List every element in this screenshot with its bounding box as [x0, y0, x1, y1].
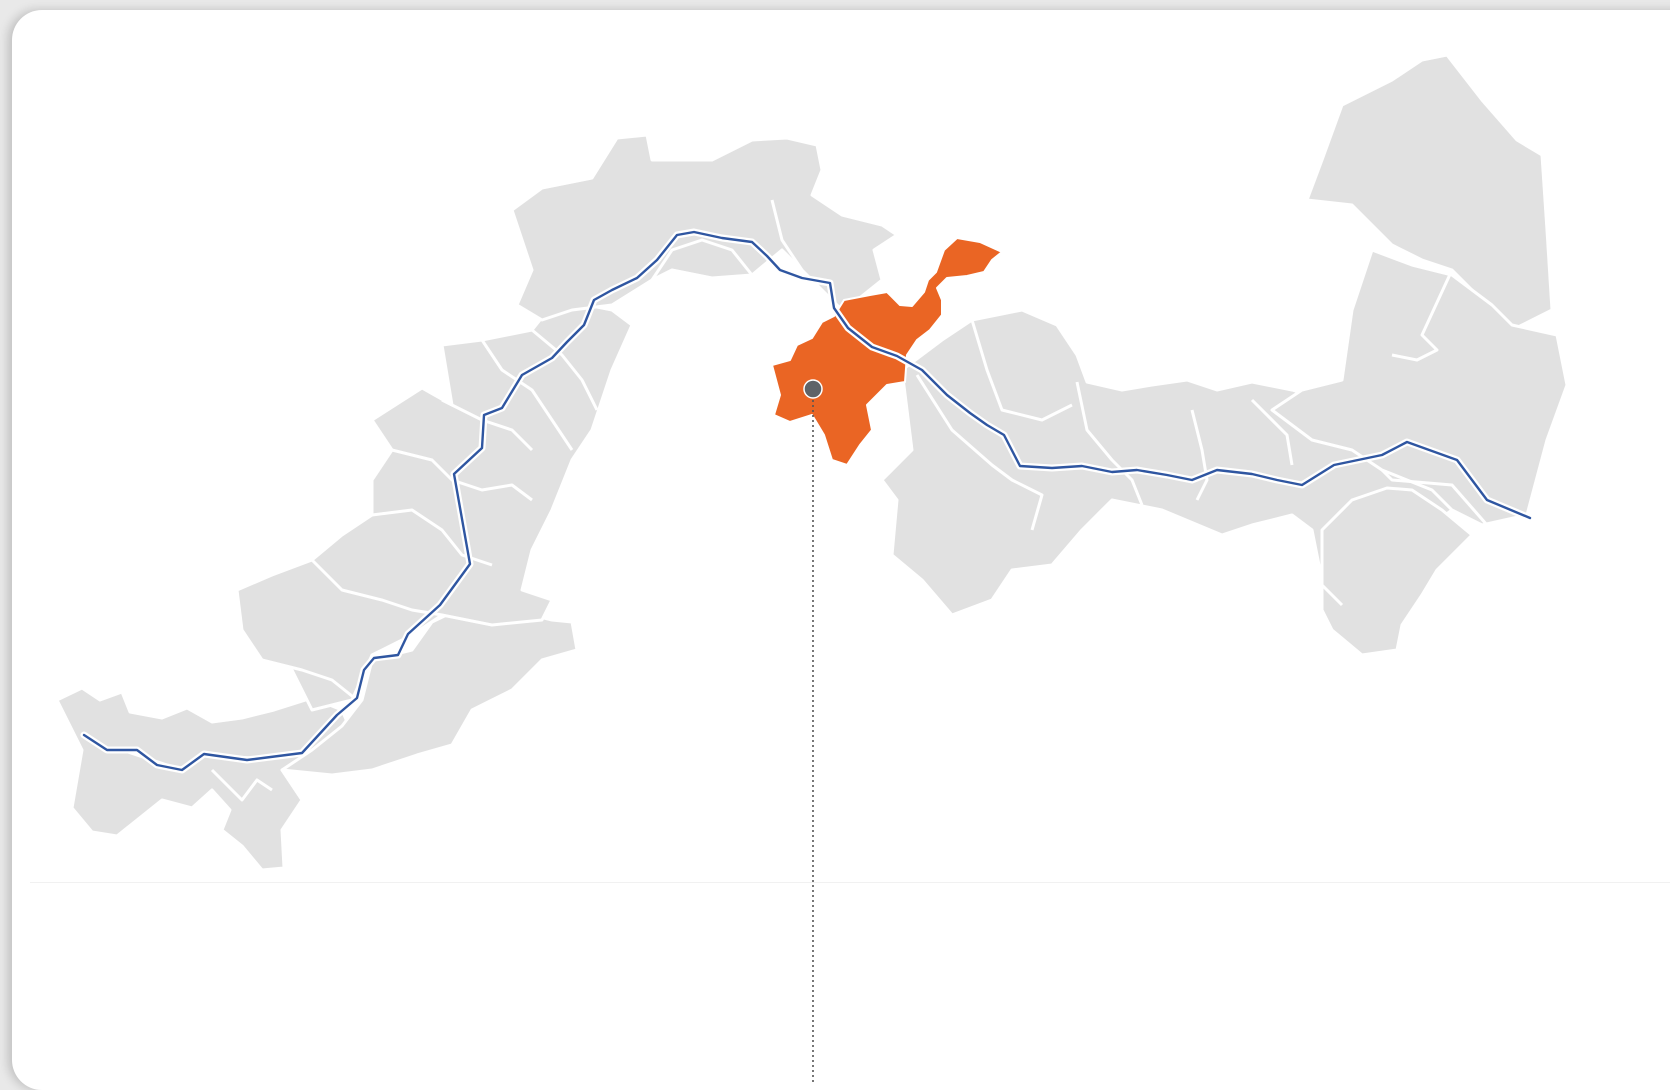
region-east-lower[interactable]	[1270, 248, 1569, 527]
region-southeast[interactable]	[1320, 486, 1474, 657]
region-west-tail[interactable]	[55, 686, 359, 872]
region-east-top[interactable]	[1305, 53, 1554, 332]
map-card	[12, 10, 1670, 1090]
region-north-arc[interactable]	[510, 133, 899, 322]
route-line	[80, 228, 1534, 774]
card-divider	[30, 882, 1670, 883]
route-map[interactable]	[12, 10, 1670, 1090]
region-layer	[55, 53, 1569, 872]
district-borders	[121, 199, 1489, 802]
location-pin-icon[interactable]	[803, 379, 823, 399]
region-southwest[interactable]	[280, 608, 579, 777]
